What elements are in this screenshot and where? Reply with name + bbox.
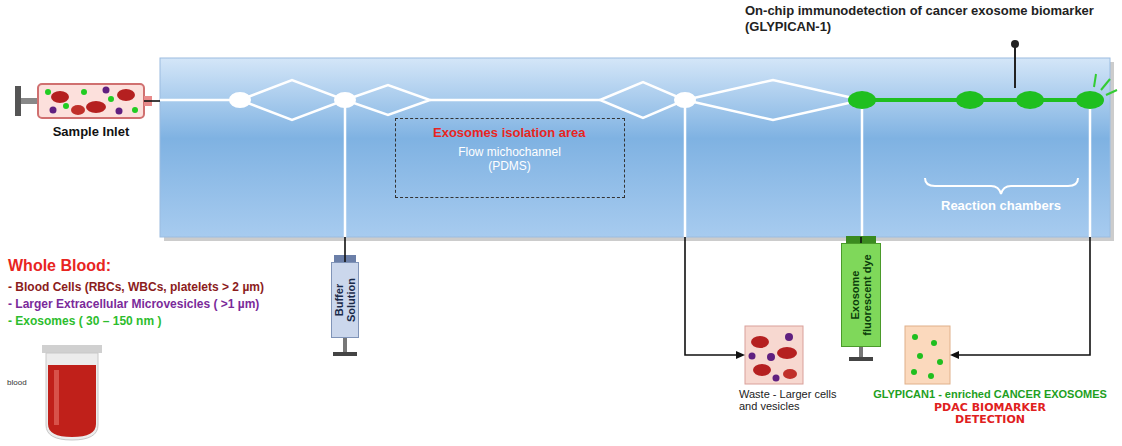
- list-item: - Exosomes ( 30 – 150 nm ): [8, 314, 161, 328]
- dye-syringe: Exosome fluorescent dye: [841, 243, 881, 347]
- sample-syringe: Sample Inlet: [38, 84, 144, 118]
- node-label: Exosomes isolation area: [433, 125, 585, 141]
- connector-line: [959, 237, 1090, 355]
- microfluidic-chip: Exosomes isolation areaFlow michochannel…: [160, 58, 1110, 237]
- waste-container-art: [745, 326, 803, 384]
- vertical-label: Buffer Solution: [333, 265, 357, 335]
- node-label: Flow michochannel (PDMS): [447, 145, 572, 173]
- group-heading: Whole Blood:: [8, 256, 111, 275]
- tube-label: blood: [7, 378, 27, 388]
- vertical-label: Exosome fluorescent dye: [849, 246, 873, 344]
- leader-line: [1014, 44, 1016, 88]
- connector: [345, 237, 346, 262]
- channel-nodes: [229, 92, 696, 108]
- sample-syringe-art: [15, 84, 152, 118]
- node-label: Reaction chambers: [941, 198, 1061, 214]
- connector-line: [685, 237, 736, 355]
- node-label: Waste - Larger cells and vesicles: [739, 388, 839, 412]
- diagram-title: On-chip immunodetection of cancer exosom…: [745, 3, 1100, 35]
- list-item: - Larger Extracellular Microvesicles ( >…: [8, 297, 259, 311]
- arrow-head: [736, 351, 745, 359]
- node-label: Sample Inlet: [21, 124, 161, 140]
- blood-tube: [42, 345, 102, 440]
- isolation-area: Exosomes isolation areaFlow michochannel…: [395, 118, 625, 198]
- buffer-syringe: Buffer Solution: [331, 262, 359, 338]
- node-label: PDAC BIOMARKER DETECTION: [925, 402, 1055, 426]
- exosome-collector: GLYPICAN1 - enriched CANCER EXOSOMESPDAC…: [905, 326, 950, 384]
- connector-line: [144, 100, 160, 102]
- reaction-chambers: [848, 91, 1104, 109]
- connector-line: [344, 237, 346, 262]
- microchannel: [160, 80, 1090, 237]
- list-item: - Blood Cells (RBCs, WBCs, platelets > 2…: [8, 280, 264, 294]
- exosome-collector-art: [905, 326, 950, 384]
- bracket: [925, 178, 1078, 194]
- node-label: GLYPICAN1 - enriched CANCER EXOSOMES: [865, 388, 1115, 400]
- chip-band: [160, 58, 1110, 237]
- arrow-head: [950, 351, 959, 359]
- waste-container: Waste - Larger cells and vesicles: [745, 326, 803, 384]
- glow-rays: [1094, 74, 1117, 95]
- connector: [685, 237, 745, 359]
- connector: [144, 101, 160, 102]
- connector: [950, 237, 1090, 359]
